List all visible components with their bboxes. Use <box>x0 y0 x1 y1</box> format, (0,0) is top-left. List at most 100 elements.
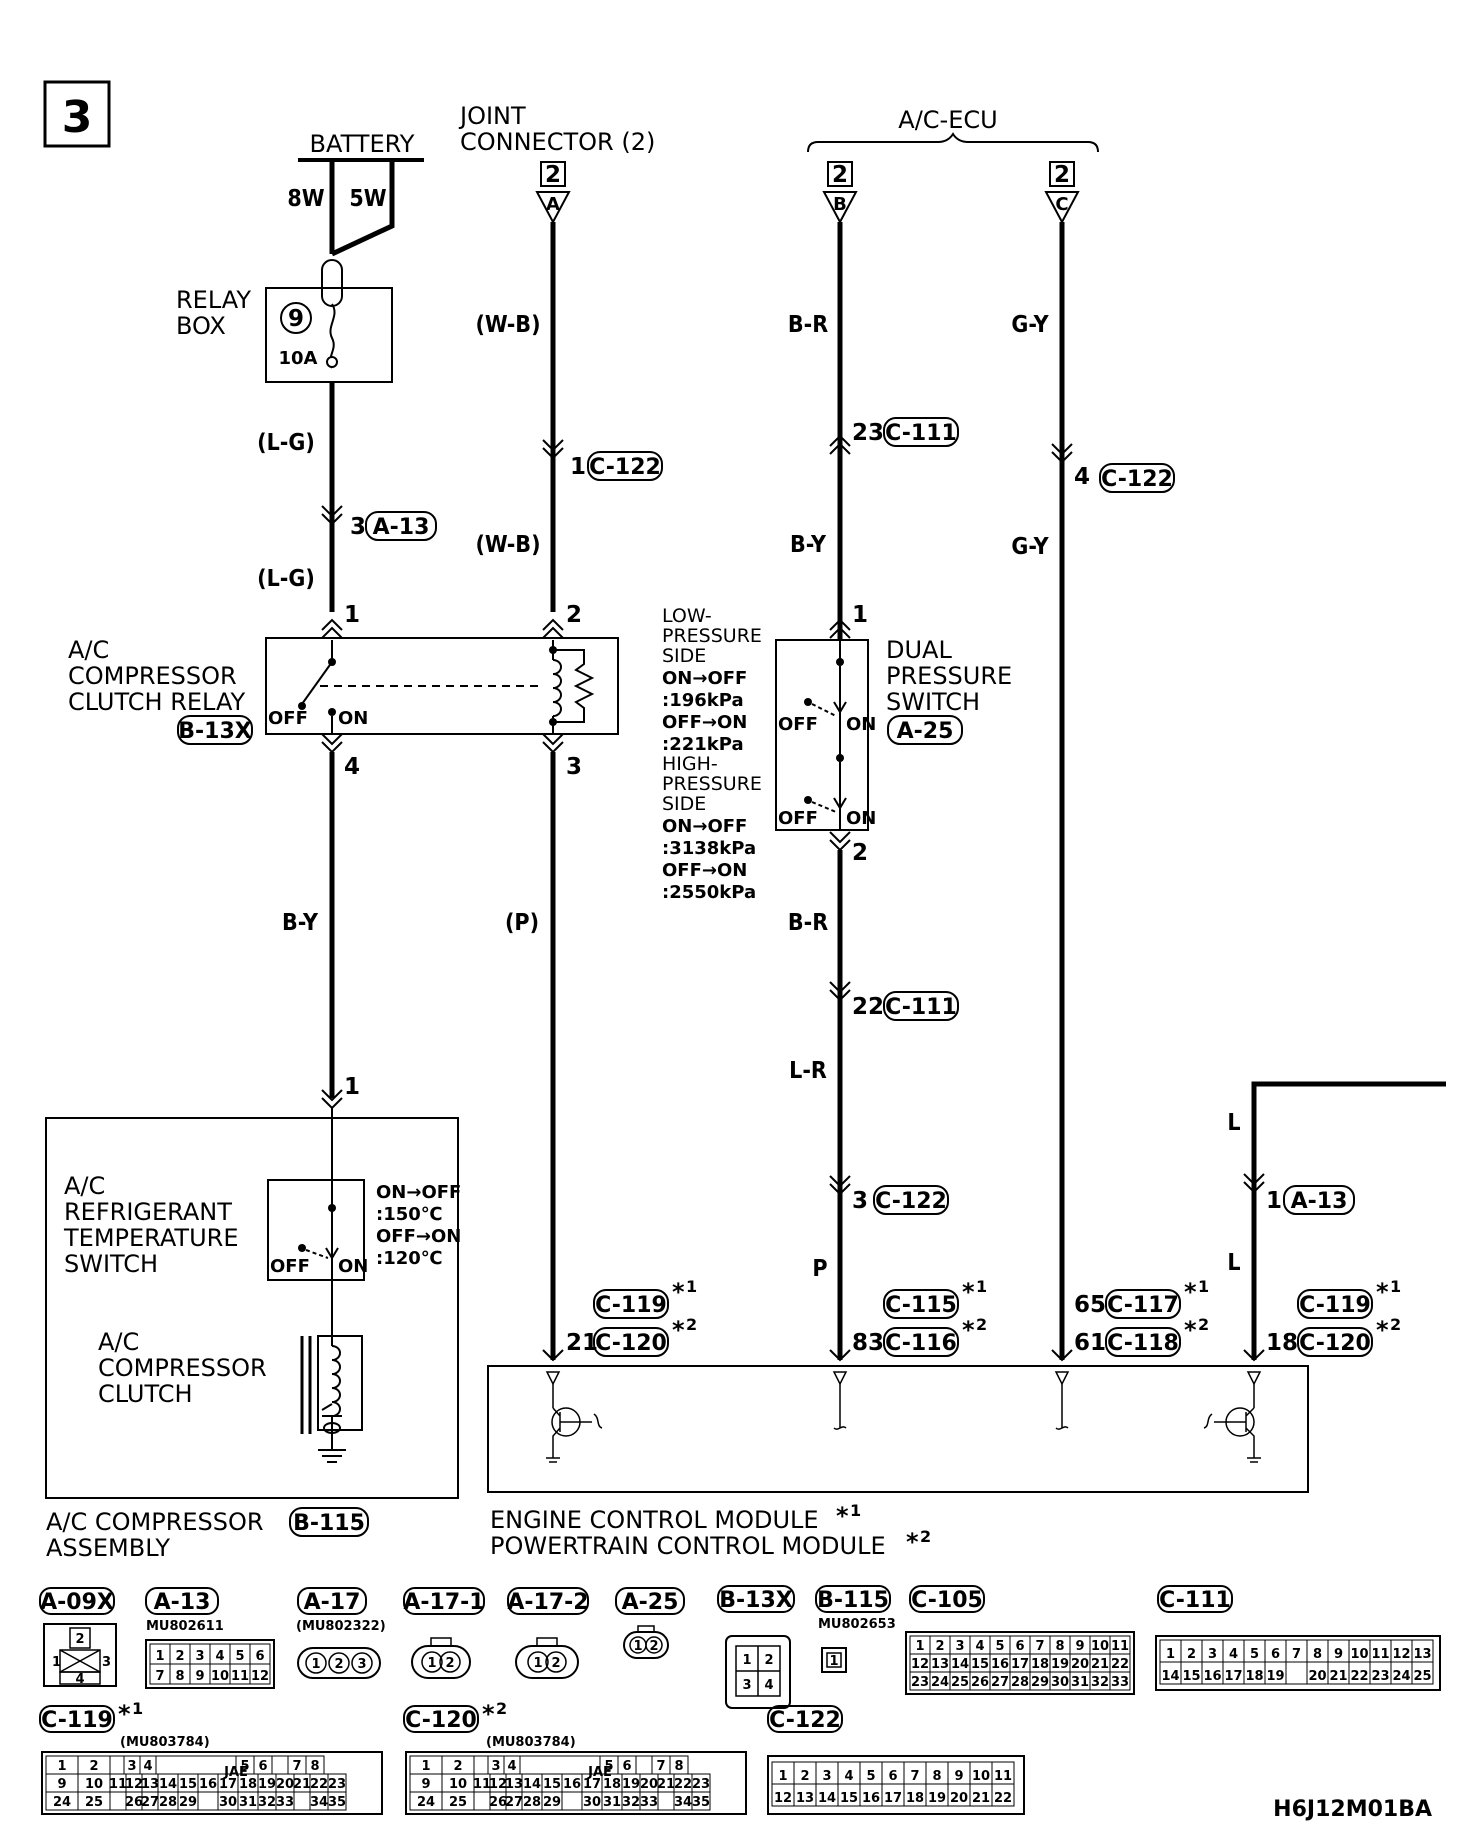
relay-pin3-mark <box>542 733 564 754</box>
a09x-body <box>43 1623 117 1687</box>
pin-number: 12 <box>911 1657 929 1672</box>
ts-spec-3: :120℃ <box>376 1248 443 1269</box>
pin-number: 30 <box>583 1795 601 1810</box>
conn-a13-mark <box>321 505 343 526</box>
c111b-box <box>883 991 959 1021</box>
pin-number: 1 <box>57 1759 66 1774</box>
pin-cell <box>691 1791 711 1811</box>
pin-number: 14 <box>523 1777 541 1792</box>
a17-part: (MU802322) <box>296 1619 386 1634</box>
pin-number: 29 <box>543 1795 561 1810</box>
c122-label: C-122 <box>769 1708 841 1733</box>
pin-number: 1 <box>778 1769 787 1784</box>
relay-label-2: COMPRESSOR <box>68 662 237 690</box>
pin-number: 35 <box>328 1795 346 1810</box>
a13b-box <box>1283 1185 1355 1215</box>
relay-resistor <box>553 649 595 723</box>
a172-pin-2 <box>545 1651 567 1673</box>
c111b-conn: C-111 <box>885 995 957 1020</box>
pin-number: 9 <box>1334 1647 1343 1662</box>
pin-number: 18 <box>1031 1657 1049 1672</box>
pin-number: 19 <box>928 1791 946 1806</box>
pin-number: 21 <box>972 1791 990 1806</box>
pin-cell <box>991 1783 1015 1807</box>
b115-box <box>289 1507 369 1537</box>
pin-number: 24 <box>53 1795 71 1810</box>
pin-number: 5 <box>240 1759 249 1774</box>
pin-cell <box>473 1791 491 1811</box>
pin-number: 16 <box>1203 1669 1221 1684</box>
wire-lr: L-R <box>789 1058 827 1084</box>
clutch-label-2: COMPRESSOR <box>98 1354 267 1382</box>
dps-spec-12: OFF→ON <box>662 860 747 881</box>
pin-number: 19 <box>622 1777 640 1792</box>
c119-label: C-119 <box>41 1708 113 1733</box>
pin-number: 20 <box>640 1777 658 1792</box>
ecm-pin83: 83 <box>852 1330 884 1356</box>
dps-spec-3: ON→OFF <box>662 668 747 689</box>
fuse-rating: 10A <box>279 348 318 369</box>
pin-number: 8 <box>1313 1647 1322 1662</box>
dps-pin2: 2 <box>852 840 868 866</box>
c119b-sup: 1 <box>1390 1277 1401 1296</box>
a25-num-1: 1 <box>633 1639 642 1654</box>
pin-number: 4 <box>1229 1647 1238 1662</box>
relay-off-contact <box>298 702 306 710</box>
c119-ast: * <box>118 1700 131 1728</box>
c122-tag <box>767 1705 843 1733</box>
clutch-plate-left <box>300 1336 312 1434</box>
pin-number: 17 <box>884 1791 902 1806</box>
pin-number: 26 <box>971 1675 989 1690</box>
c117-box <box>1105 1289 1181 1319</box>
pin-number: 15 <box>840 1791 858 1806</box>
c120-label: C-120 <box>405 1708 477 1733</box>
c116-box <box>883 1327 959 1357</box>
jc-ref: 2 <box>545 162 561 188</box>
pin-cell <box>561 1791 583 1811</box>
c119-tag <box>39 1705 115 1733</box>
ecu-c-ref-box <box>1049 161 1075 187</box>
c122b-conn: C-122 <box>1101 467 1173 492</box>
pin-number: 5 <box>866 1769 875 1784</box>
pin-number: 7 <box>155 1669 164 1684</box>
wire-l-1: L <box>1227 1110 1240 1136</box>
c111a-conn: C-111 <box>885 421 957 446</box>
wire-5w: 5W <box>349 186 386 212</box>
ecm-pin61: 61 <box>1074 1330 1106 1356</box>
b115-conn: B-115 <box>293 1511 365 1536</box>
relay-pin4: 4 <box>344 754 360 780</box>
ecm-arrow-2 <box>829 1349 851 1362</box>
pin-number: 13 <box>796 1791 814 1806</box>
a09x-num-2: 2 <box>75 1632 84 1647</box>
c122-pin4: 4 <box>1074 464 1090 490</box>
pin-number: 21 <box>1329 1669 1347 1684</box>
pin-number: 32 <box>258 1795 276 1810</box>
pin-number: 21 <box>293 1777 311 1792</box>
ecm-box <box>487 1365 1309 1493</box>
pin-number: 17 <box>1224 1669 1242 1684</box>
dps-spec-2: SIDE <box>662 645 706 667</box>
c118-sup: 2 <box>1198 1315 1209 1334</box>
conn-c111a-mark <box>829 434 851 455</box>
dps-pin2-mark <box>829 831 851 852</box>
wire-l-2: L <box>1227 1250 1240 1276</box>
c119-part: (MU803784) <box>120 1735 210 1750</box>
a13-conn: A-13 <box>373 515 430 540</box>
a09x-num-4: 4 <box>75 1672 84 1687</box>
a17-pin-2 <box>328 1652 350 1674</box>
wire-p: P <box>812 1256 827 1282</box>
c122c-conn: C-122 <box>875 1189 947 1214</box>
pin-number: 21 <box>1091 1657 1109 1672</box>
pin-number: 27 <box>141 1795 159 1810</box>
ecm-arrow-4 <box>1243 1349 1265 1362</box>
ac-ecu-label: A/C-ECU <box>898 106 997 134</box>
pin-number: 30 <box>1051 1675 1069 1690</box>
c117-sup: 1 <box>1198 1277 1209 1296</box>
pin-number: 32 <box>1091 1675 1109 1690</box>
c122a-box <box>587 451 663 481</box>
clutch-coil <box>331 1345 341 1417</box>
pin-number: 18 <box>603 1777 621 1792</box>
ts-off-contact <box>298 1244 306 1252</box>
dps-label-2: PRESSURE <box>886 662 1012 690</box>
